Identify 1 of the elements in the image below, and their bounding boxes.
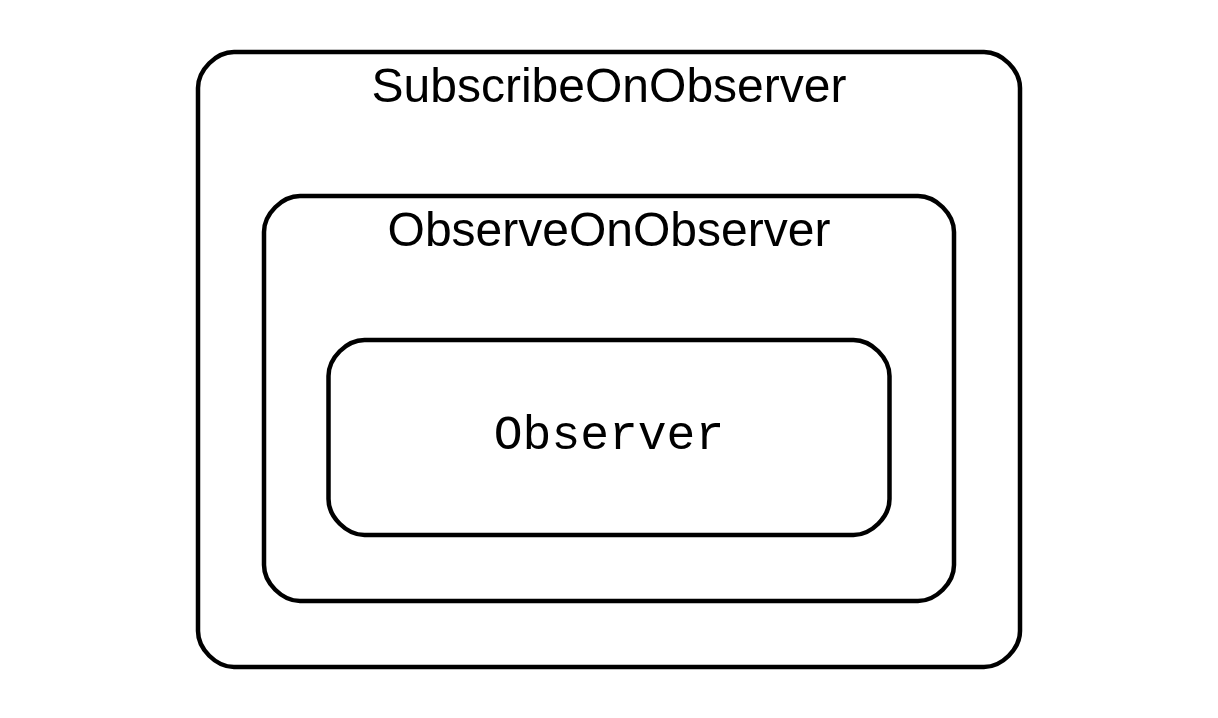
node-box: Observer: [326, 337, 892, 537]
